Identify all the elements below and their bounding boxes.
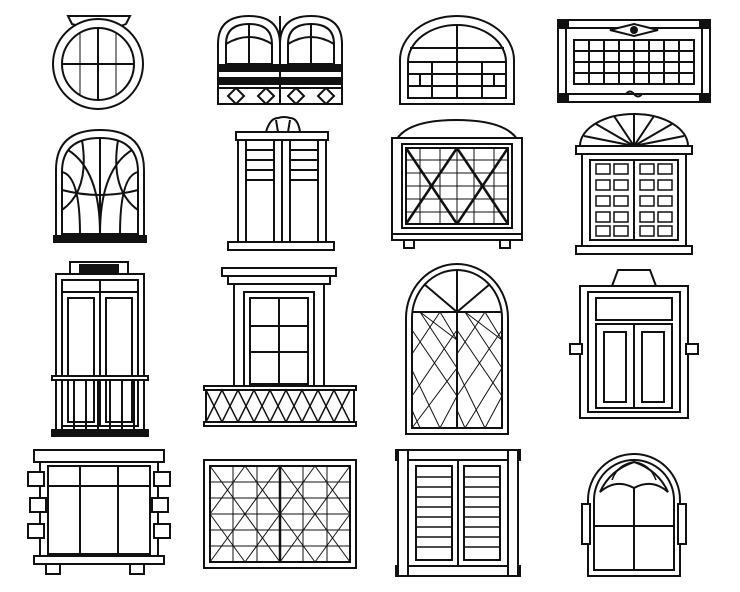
shuttered-window-with-shell-crest <box>227 116 335 251</box>
stone-block-framed-window <box>27 449 171 575</box>
louvered-shutter-window <box>395 449 521 577</box>
tall-arched-lattice-window <box>405 263 509 435</box>
wide-lattice-window <box>203 459 357 569</box>
semicircle-arched-window-with-grid <box>399 15 515 105</box>
cross-braced-window-with-cornice <box>390 118 524 249</box>
arched-window-with-drape-top <box>581 453 687 577</box>
window-with-lattice-balcony <box>203 267 357 427</box>
fan-topped-grid-window <box>575 113 693 255</box>
ornate-framed-rectangular-window <box>557 19 711 103</box>
framed-window-with-side-brackets <box>569 269 699 419</box>
double-arched-window-with-diamond-panels <box>217 14 343 106</box>
gothic-arched-window <box>53 128 147 243</box>
round-window-with-crown-top <box>52 15 144 110</box>
tall-french-window-with-balcony-rail <box>51 261 149 437</box>
